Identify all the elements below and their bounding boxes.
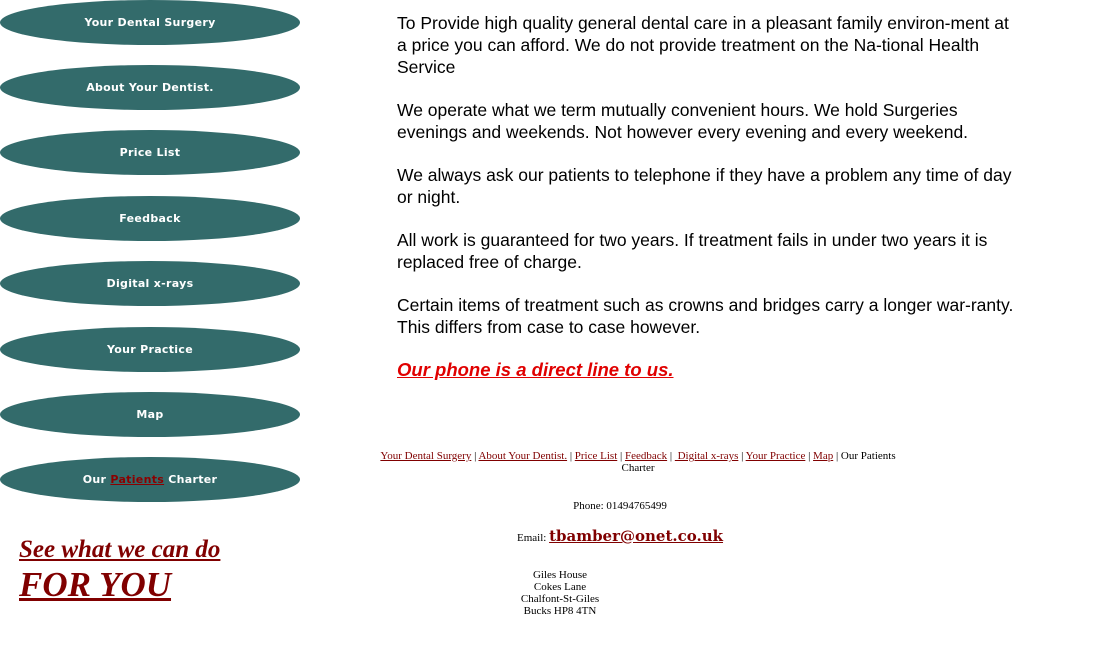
footer-link-feedback[interactable]: Feedback [624,450,668,462]
nav-label: Our [82,473,111,486]
nav-label: Map [136,408,164,421]
promo-line-2[interactable]: FOR YOU [19,565,172,604]
footer-separator: | [738,450,746,462]
promo-line-1[interactable]: See what we can do [19,536,221,563]
footer-link-digital-xrays[interactable]: Digital x-rays [674,450,739,462]
paragraph-warranty: Certain items of treatment such as crown… [397,295,1014,337]
nav-your-dental-surgery[interactable]: Your Dental Surgery [0,0,300,45]
phone-direct-line-link[interactable]: Our phone is a direct line to us. [397,359,674,380]
nav-label: Your Practice [107,343,193,356]
footer-separator: | [617,450,625,462]
footer-separator: | [471,450,479,462]
nav-about-your-dentist[interactable]: About Your Dentist. [0,65,300,110]
paragraph-intro: To Provide high quality general dental c… [397,13,1009,77]
footer-phone: Phone: 01494765499 [573,500,667,512]
nav-your-practice[interactable]: Your Practice [0,327,300,372]
address-line: Chalfont-St-Giles [520,593,600,605]
nav-label: Price List [119,146,181,159]
nav-label: Charter [164,473,218,486]
footer-separator: | [667,450,675,462]
footer-nav: Your Dental Surgery | About Your Dentist… [378,450,898,474]
main-content: To Provide high quality general dental c… [397,12,1017,402]
nav-map[interactable]: Map [0,392,300,437]
nav-label: About Your Dentist. [86,81,214,94]
address-line: Bucks HP8 4TN [523,605,597,617]
paragraph-telephone: We always ask our patients to telephone … [397,165,1012,207]
paragraph-guarantee: All work is guaranteed for two years. If… [397,230,988,272]
footer-text-patients-charter: Our Patients Charter [621,450,896,474]
email-link[interactable]: tbamber@onet.co.uk [549,527,724,545]
footer-link-price-list[interactable]: Price List [574,450,618,462]
paragraph-hours: We operate what we term mutually conveni… [397,100,969,142]
footer-separator: | [805,450,814,462]
nav-label-patients-link[interactable]: Patients [110,473,165,486]
nav-label: Feedback [119,212,181,225]
nav-our-patients-charter[interactable]: Our Patients Charter [0,457,300,502]
nav-label: Your Dental Surgery [84,16,216,29]
nav-price-list[interactable]: Price List [0,130,300,175]
address-line: Cokes Lane [533,581,587,593]
nav-digital-xrays[interactable]: Digital x-rays [0,261,300,306]
footer-link-dental-surgery[interactable]: Your Dental Surgery [380,450,472,462]
nav-label: Digital x-rays [106,277,194,290]
footer-link-about-dentist[interactable]: About Your Dentist. [478,450,568,462]
address-line: Giles House [532,569,588,581]
footer-email-row: Email: tbamber@onet.co.uk [470,527,770,545]
footer-link-your-practice[interactable]: Your Practice [745,450,806,462]
nav-feedback[interactable]: Feedback [0,196,300,241]
footer-separator: | [833,450,841,462]
footer-address: Giles House Cokes Lane Chalfont-St-Giles… [500,569,620,617]
footer-link-map[interactable]: Map [813,450,834,462]
email-label: Email: [516,532,550,544]
footer-separator: | [567,450,575,462]
